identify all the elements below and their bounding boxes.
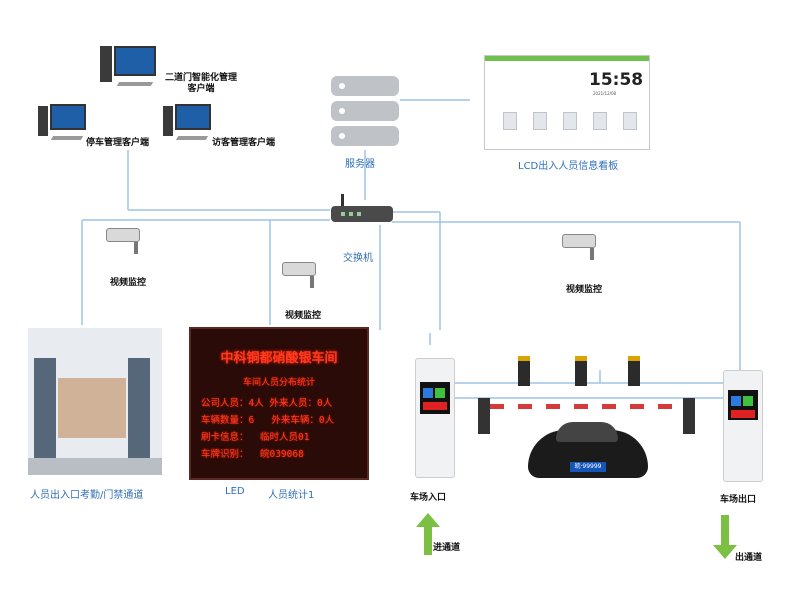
switch-icon (331, 194, 393, 226)
exit-terminal-icon (723, 370, 763, 482)
switch-label: 交换机 (343, 253, 373, 264)
bollard-icon (518, 356, 530, 386)
led-row-right: 外来车辆：0人 (271, 415, 335, 426)
led-row-left: 车牌识别： (201, 449, 249, 460)
license-plate: 皖·99999 (570, 462, 606, 472)
led-row-left: 公司人员：4人 (201, 398, 264, 409)
smart-mgmt-client-label: 二道门智能化管理 客户端 (165, 73, 238, 94)
led-subtitle: 车间人员分布统计 (242, 378, 315, 388)
led-row-left: 车辆数量：6 (201, 415, 255, 426)
led-row-right: 皖039068 (259, 449, 304, 460)
exit-label: 车场出口 (720, 495, 757, 505)
arrow-down-icon (713, 515, 737, 559)
camera-icon (282, 258, 328, 288)
arrow-up-icon (416, 513, 440, 555)
turnstile-label: 人员出入口考勤/门禁通道 (30, 490, 144, 501)
camera-icon (562, 230, 608, 260)
enter-lane-label: 进通道 (433, 543, 461, 553)
led-row-right: 临时人员01 (259, 432, 310, 443)
exit-lane-label: 出通道 (735, 553, 763, 563)
video-monitor-label-3: 视频监控 (566, 285, 603, 295)
video-monitor-label-2: 视频监控 (285, 311, 322, 321)
entrance-terminal-icon (415, 358, 455, 478)
lcd-board-label: LCD出入人员信息看板 (518, 161, 619, 172)
server-icon (331, 76, 399, 148)
entrance-label: 车场入口 (410, 493, 447, 503)
lcd-date: 2021/12/08 (593, 91, 617, 96)
people-stats-label: 人员统计1 (268, 490, 315, 501)
visitor-pc-icon (163, 100, 213, 145)
barrier-gate-icon (478, 398, 698, 438)
led-title: 中科铜都硝酸银车间 (220, 351, 338, 366)
turnstile-image (28, 328, 162, 475)
camera-icon (106, 224, 152, 254)
bollard-icon (575, 356, 587, 386)
lcd-display: 15:58 2021/12/08 (484, 55, 650, 150)
smart-mgmt-pc-icon (100, 40, 160, 90)
led-label: LED (225, 486, 245, 497)
visitor-client-label: 访客管理客户端 (212, 138, 276, 148)
parking-pc-icon (38, 100, 88, 145)
led-row-right: 外来人员：0人 (269, 398, 333, 409)
lcd-clock: 15:58 (589, 70, 644, 90)
led-row-left: 刷卡信息： (201, 432, 249, 443)
led-display: 中科铜都硝酸银车间 车间人员分布统计 公司人员：4人 外来人员：0人 车辆数量：… (189, 327, 369, 480)
server-label: 服务器 (345, 159, 375, 170)
bollard-icon (628, 356, 640, 386)
video-monitor-label-1: 视频监控 (110, 278, 147, 288)
parking-client-label: 停车管理客户端 (86, 138, 150, 148)
car-image: 皖·99999 (528, 410, 648, 482)
